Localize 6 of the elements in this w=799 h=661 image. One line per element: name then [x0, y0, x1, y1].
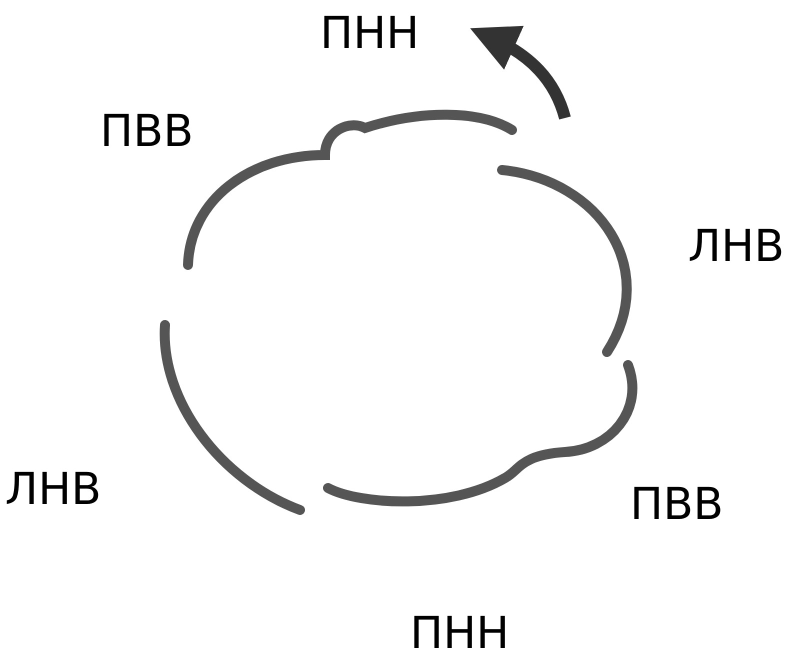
phase-label: ПНН — [320, 12, 420, 56]
phase-label: ЛНВ — [5, 468, 102, 512]
phase-label: ПВВ — [100, 110, 194, 154]
phase-label: ПВВ — [630, 483, 724, 527]
phase-label: ЛНВ — [688, 225, 784, 269]
phase-label: ПНН — [410, 612, 510, 656]
